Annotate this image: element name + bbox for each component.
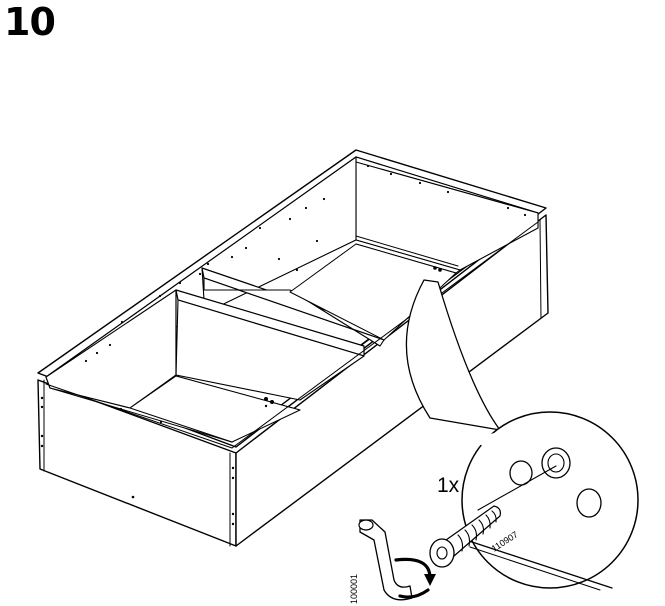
allen-key-icon (358, 519, 436, 601)
quantity-label: 1x (437, 474, 460, 497)
step-number: 10 (4, 0, 56, 44)
tool-part-number: 100001 (349, 574, 359, 604)
magnifier-callout-icon (405, 279, 639, 591)
cabinet-frame-icon (37, 149, 549, 547)
cam-lock-dowel-icon (429, 505, 501, 568)
